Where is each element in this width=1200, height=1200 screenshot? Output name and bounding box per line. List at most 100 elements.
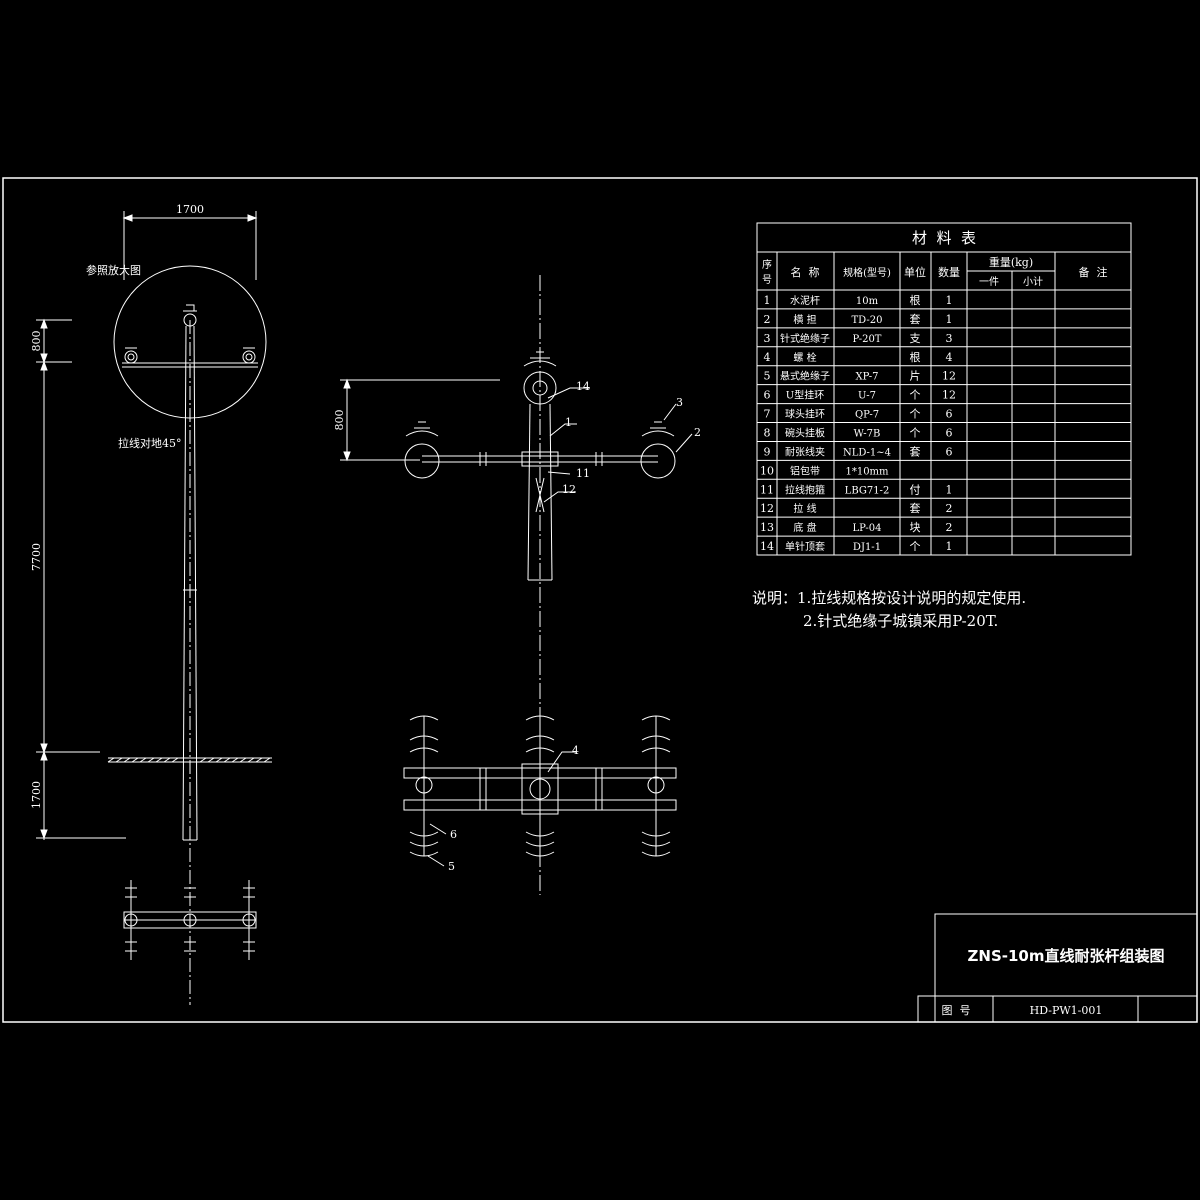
header-weight: 重量(kg) (989, 255, 1033, 269)
plan-view (403, 715, 677, 867)
table-cell-spec: TD-20 (852, 315, 883, 326)
table-cell-no: 1 (764, 294, 771, 307)
table-cell-name: 针式绝缘子 (780, 332, 830, 345)
callout-12: 12 (562, 483, 576, 496)
header-remark: 备 注 (1079, 265, 1108, 279)
front-view (340, 275, 693, 895)
detail-ref-label: 参照放大图 (86, 263, 141, 277)
callout-11: 11 (576, 467, 590, 480)
table-cell-no: 6 (764, 389, 771, 402)
table-cell-no: 3 (764, 332, 771, 345)
table-cell-unit: 根 (910, 293, 921, 307)
table-cell-name: 单针顶套 (785, 540, 825, 553)
callout-4: 4 (572, 744, 579, 757)
callout-3: 3 (676, 396, 683, 409)
table-cell-name: 横 担 (793, 313, 816, 326)
table-cell-spec: P-20T (853, 334, 882, 345)
table-cell-unit: 套 (910, 502, 921, 515)
drawing-frame (2, 177, 1198, 1023)
table-cell-spec: LP-04 (853, 523, 882, 534)
table-cell-name: 底 盘 (793, 521, 816, 534)
dim-middle: 7700 (30, 543, 43, 571)
table-cell-qty: 1 (946, 540, 953, 553)
callout-1: 1 (565, 416, 572, 429)
header-no-2: 号 (762, 274, 772, 286)
top-pin-insulator (523, 371, 557, 405)
header-qty: 数量 (938, 266, 960, 279)
table-cell-unit: 套 (910, 313, 921, 326)
table-cell-unit: 块 (910, 521, 921, 534)
table-cell-qty: 12 (942, 389, 956, 402)
table-cell-name: 水泥杆 (790, 294, 820, 307)
table-cell-name: U型挂环 (786, 389, 824, 402)
table-cell-spec: 10m (856, 296, 879, 307)
guy-angle-label: 拉线对地45° (118, 436, 182, 450)
table-cell-spec: LBG71-2 (845, 485, 890, 496)
callout-2: 2 (694, 426, 701, 439)
table-cell-no: 5 (764, 370, 771, 383)
table-cell-qty: 2 (946, 502, 953, 515)
table-cell-no: 9 (764, 445, 771, 458)
table-cell-no: 10 (760, 464, 774, 477)
table-cell-unit: 付 (910, 483, 921, 496)
table-cell-name: 球头挂环 (785, 408, 825, 421)
table-cell-name: 铝包带 (790, 464, 820, 477)
table-cell-qty: 1 (946, 313, 953, 326)
table-cell-no: 12 (760, 502, 774, 515)
header-name: 名 称 (791, 265, 820, 279)
callout-5: 5 (448, 860, 455, 873)
table-cell-no: 14 (760, 540, 774, 553)
notes-line-1: 说明：1.拉线规格按设计说明的规定使用. (752, 589, 1026, 607)
header-weight-total: 小计 (1023, 275, 1043, 288)
table-title: 材 料 表 (912, 229, 976, 247)
table-cell-name: 碗头挂板 (785, 427, 825, 440)
table-cell-unit: 个 (910, 389, 921, 402)
dim-upper: 800 (30, 331, 43, 352)
table-cell-spec: 1*10mm (845, 466, 889, 477)
table-cell-unit: 个 (910, 427, 921, 440)
table-cell-qty: 6 (946, 408, 953, 421)
title-block (917, 913, 1197, 1022)
table-cell-spec: DJ1-1 (853, 542, 881, 553)
table-cell-name: 拉线抱箍 (785, 483, 825, 496)
drawing-no: HD-PW1-001 (1030, 1004, 1103, 1017)
header-spec: 规格(型号) (843, 266, 891, 279)
dim-lower: 1700 (30, 781, 43, 809)
table-cell-no: 13 (760, 521, 774, 534)
table-cell-qty: 1 (946, 483, 953, 496)
table-cell-qty: 12 (942, 370, 956, 383)
table-cell-spec: QP-7 (855, 410, 879, 421)
table-cell-spec: XP-7 (855, 372, 878, 383)
table-cell-no: 2 (764, 313, 771, 326)
material-table (756, 222, 1132, 556)
table-cell-no: 8 (764, 427, 771, 440)
table-cell-name: 螺 栓 (793, 351, 816, 364)
table-cell-spec: W-7B (854, 429, 881, 440)
notes-line-2: 2.针式绝缘子城镇采用P-20T. (803, 612, 998, 630)
table-cell-unit: 片 (910, 370, 921, 383)
left-elevation-view (36, 211, 272, 1005)
header-no: 序 (762, 258, 772, 271)
dim-crossarm-offset: 800 (333, 410, 346, 431)
table-cell-qty: 1 (946, 294, 953, 307)
table-cell-unit: 支 (910, 332, 921, 345)
right-pin-insulator (640, 443, 676, 479)
table-cell-unit: 套 (910, 445, 921, 458)
table-cell-qty: 4 (946, 351, 953, 364)
title-block-title: ZNS-10m直线耐张杆组装图 (968, 947, 1165, 965)
header-unit: 单位 (904, 265, 926, 279)
table-cell-spec: NLD-1~4 (843, 447, 891, 458)
table-cell-qty: 2 (946, 521, 953, 534)
table-cell-no: 4 (764, 351, 771, 364)
table-cell-unit: 个 (910, 408, 921, 421)
header-weight-each: 一件 (979, 276, 999, 288)
table-cell-name: 悬式绝缘子 (780, 370, 830, 383)
callout-14: 14 (576, 380, 590, 393)
table-cell-no: 7 (764, 408, 771, 421)
left-pin-insulator (404, 443, 440, 479)
table-cell-qty: 6 (946, 445, 953, 458)
table-cell-name: 耐张线夹 (785, 445, 825, 458)
table-cell-unit: 个 (910, 540, 921, 553)
callout-6: 6 (450, 828, 457, 841)
drawing-no-label: 图 号 (942, 1004, 971, 1017)
